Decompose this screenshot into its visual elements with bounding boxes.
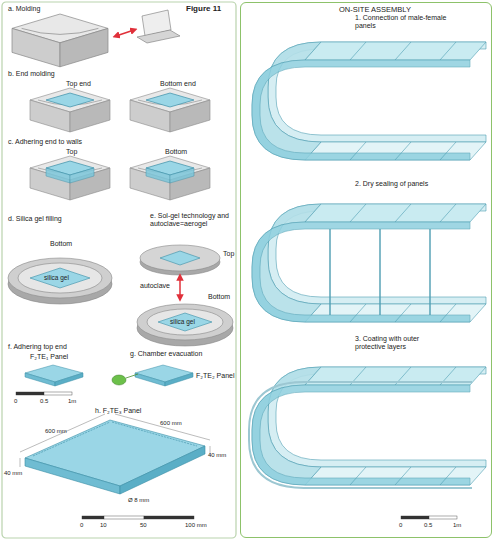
shell-connection bbox=[252, 42, 486, 160]
figure-title: Figure 11 bbox=[186, 4, 221, 13]
step-label: 3. Coating with outer protective layers bbox=[355, 335, 451, 351]
mold bbox=[130, 156, 210, 200]
step-label: c. Adhering end to walls bbox=[8, 138, 82, 146]
step-label: b. End molding bbox=[8, 70, 55, 78]
mold bbox=[12, 14, 108, 67]
end-plate bbox=[46, 93, 94, 107]
scale-bar bbox=[401, 516, 457, 519]
vacuum-pump bbox=[112, 374, 138, 385]
part-label: Bottom bbox=[208, 293, 230, 301]
laptop-icon bbox=[137, 10, 180, 43]
part-label: autoclave bbox=[140, 282, 170, 290]
red-arrow bbox=[116, 30, 134, 36]
scale-number: 1m bbox=[68, 398, 76, 405]
shell-sealing bbox=[252, 204, 486, 322]
left-panel-frame bbox=[2, 2, 236, 538]
step-label: h. F₂TE₃ Panel bbox=[95, 407, 141, 415]
step-label: g. Chamber evacuation bbox=[130, 350, 202, 358]
part-label: Top bbox=[66, 148, 77, 156]
panel-name: F₂TE₂ Panel bbox=[196, 372, 235, 380]
shell-coating bbox=[249, 367, 486, 488]
panel bbox=[135, 365, 193, 386]
step-label: d. Silica gel filling bbox=[8, 215, 62, 223]
part-label: Bottom end bbox=[160, 80, 196, 88]
mold bbox=[130, 88, 210, 132]
step-label: 2. Dry sealing of panels bbox=[355, 180, 428, 188]
scale-number: 10 bbox=[100, 522, 107, 529]
autoclave-lid bbox=[140, 245, 220, 275]
step-label: a. Molding bbox=[8, 5, 40, 13]
part-label: Bottom bbox=[165, 148, 187, 156]
scale-number: 0.5 bbox=[40, 398, 48, 405]
scale-number: 100 mm bbox=[185, 522, 207, 529]
panel-name: F₂TE₁ Panel bbox=[30, 353, 68, 361]
end-plate bbox=[146, 93, 194, 107]
autoclave-base bbox=[137, 304, 233, 346]
part-label: Top bbox=[223, 250, 234, 258]
panel-walls bbox=[46, 168, 94, 183]
scale-number: 0 bbox=[399, 522, 402, 529]
scale-number: 0 bbox=[80, 522, 83, 529]
part-label: Bottom bbox=[50, 240, 72, 248]
dimension: 40 mm bbox=[4, 470, 22, 477]
scale-number: 0 bbox=[14, 398, 17, 405]
dimension-lines bbox=[20, 414, 210, 467]
red-arrow bbox=[179, 277, 181, 298]
step-label: f. Adhering top end bbox=[8, 343, 67, 351]
dimension: 600 mm bbox=[160, 420, 182, 427]
part-label: Top end bbox=[66, 80, 91, 88]
filling-ring bbox=[8, 258, 112, 304]
dimension: 600 mm bbox=[45, 428, 67, 435]
mold bbox=[30, 88, 110, 132]
part-label: silica gel bbox=[44, 274, 69, 281]
panel-heading: ON-SITE ASSEMBLY bbox=[339, 6, 411, 15]
scale-number: 1m bbox=[453, 522, 461, 529]
scale-number: 50 bbox=[140, 522, 147, 529]
assembly-panel: ON-SITE ASSEMBLY bbox=[240, 2, 492, 538]
step-label: 1. Connection of male-female panels bbox=[355, 14, 447, 30]
scale-bar bbox=[16, 392, 72, 395]
scale-bar bbox=[82, 516, 194, 519]
step-label: e. Sol-gel technology and autoclave=aero… bbox=[150, 212, 236, 228]
dimension: 40 mm bbox=[208, 452, 226, 459]
part-label: silica gel bbox=[170, 318, 195, 325]
dimension: Ø 8 mm bbox=[128, 497, 149, 504]
panel-walls bbox=[146, 168, 194, 183]
panel bbox=[25, 365, 83, 386]
scale-number: 0.5 bbox=[424, 522, 432, 529]
mold bbox=[30, 156, 110, 200]
